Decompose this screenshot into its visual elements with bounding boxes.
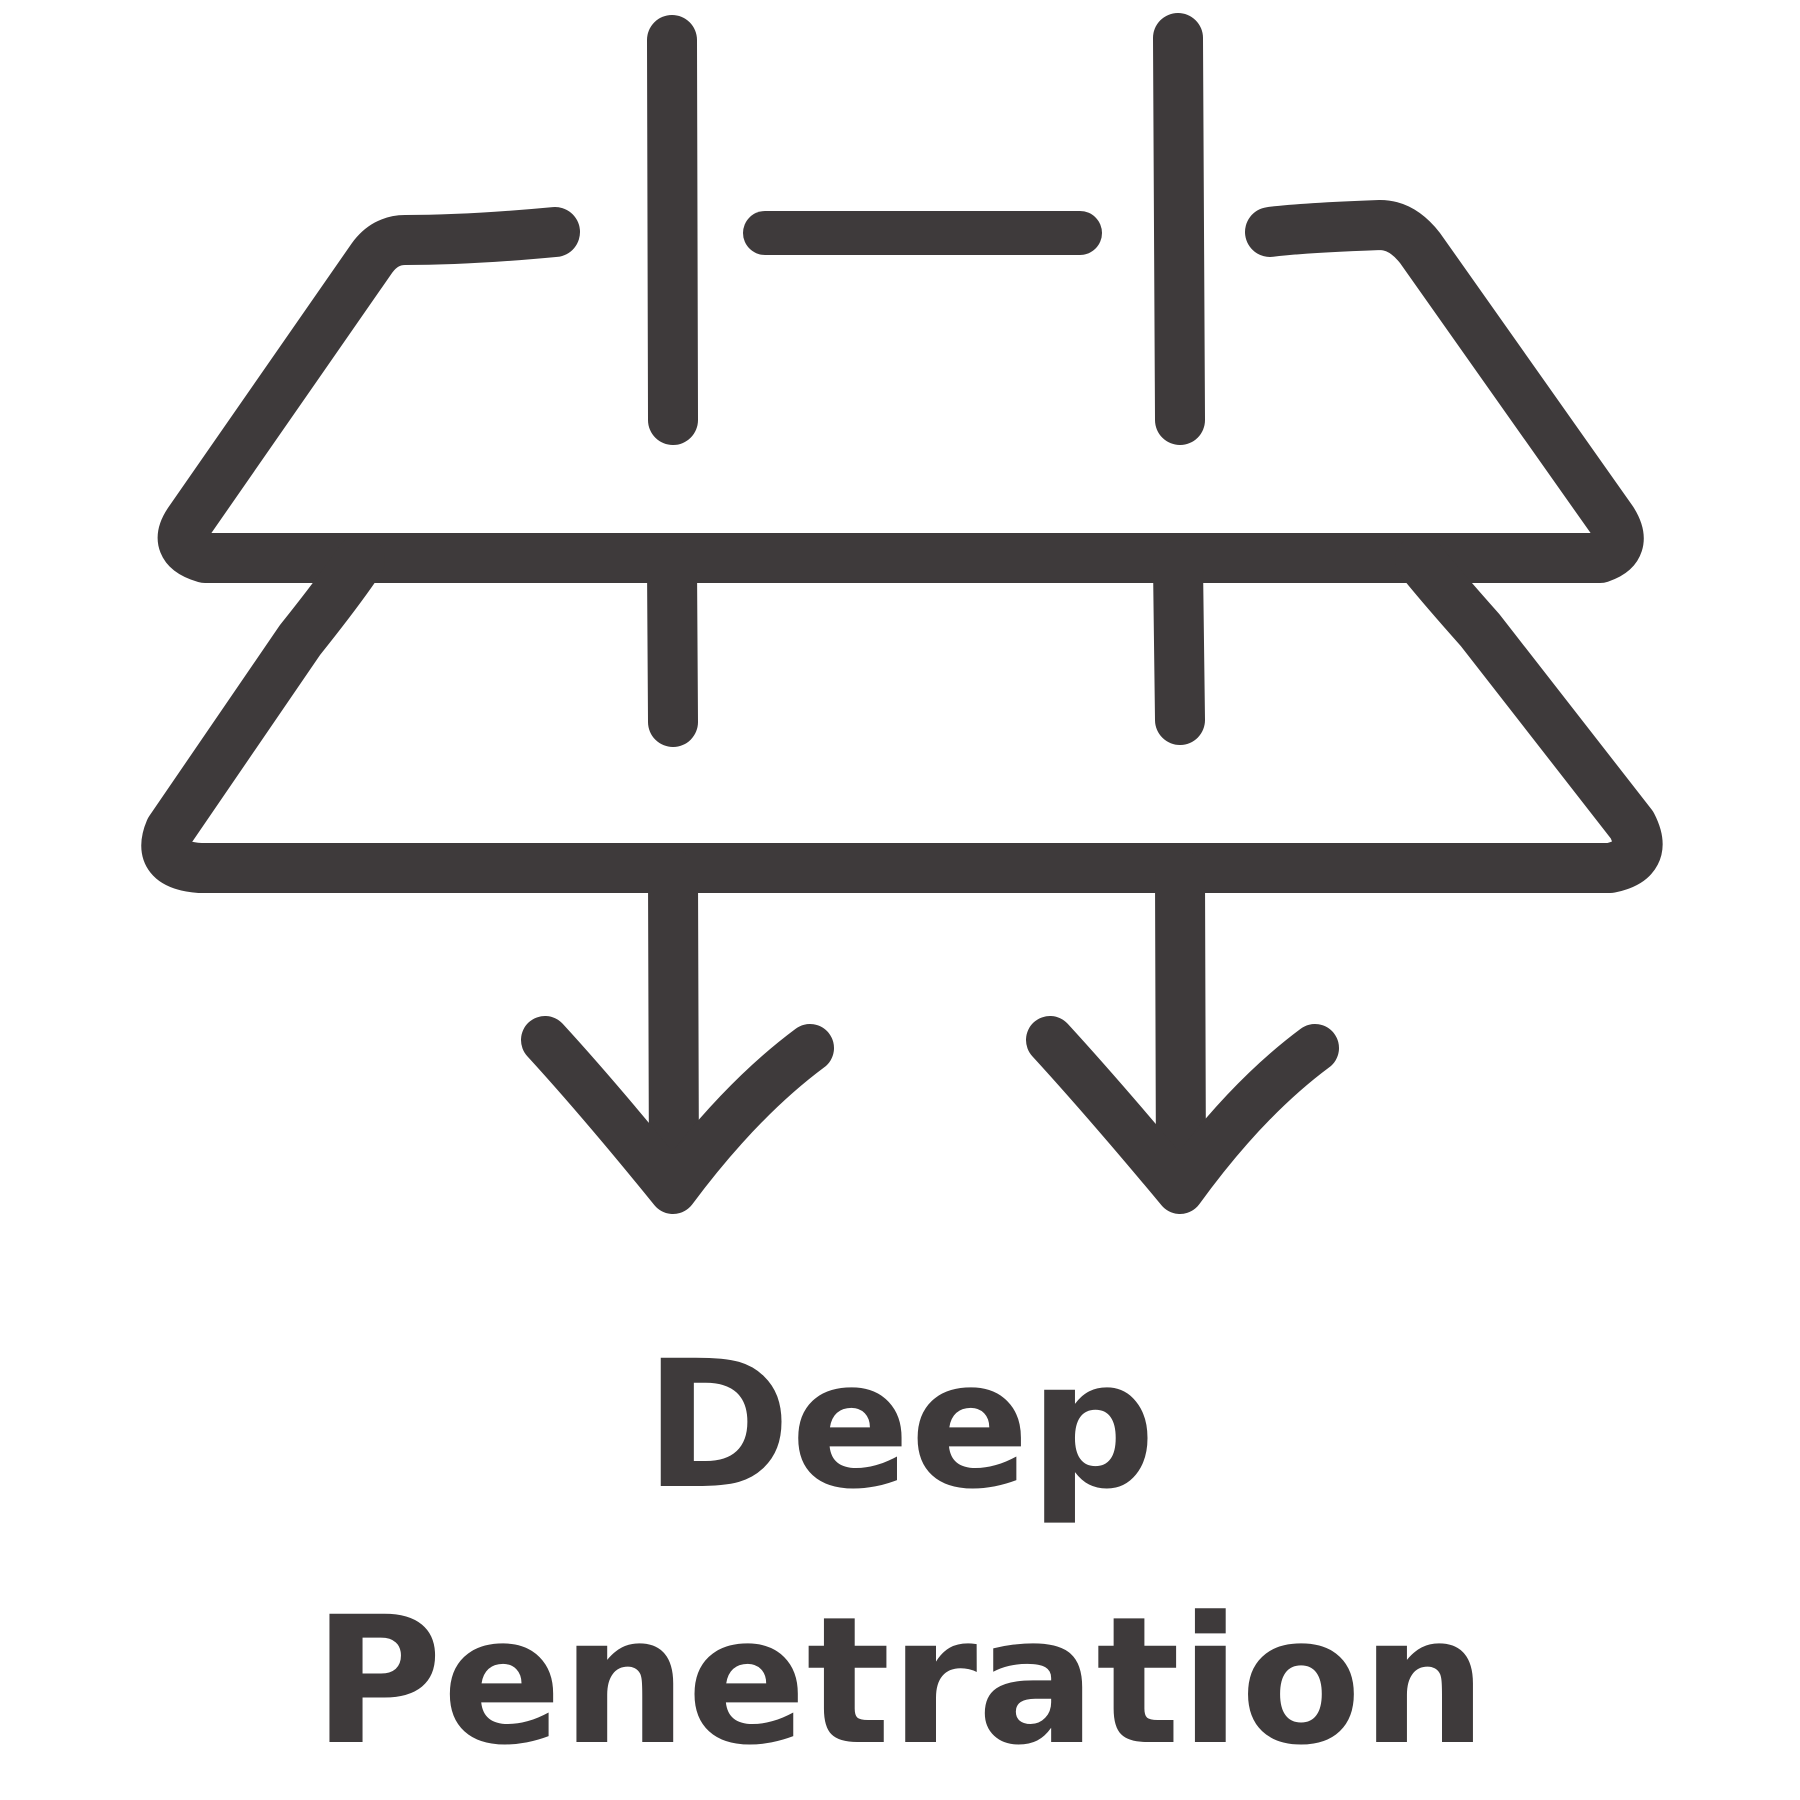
right-needle-middle <box>1153 540 1205 745</box>
right-needle-top <box>1153 13 1205 445</box>
lower-layer-outline <box>141 535 1663 893</box>
deep-penetration-icon <box>141 13 1663 1214</box>
caption-line-1: Deep <box>644 1323 1156 1528</box>
upper-layer-outline <box>157 200 1644 583</box>
left-arrow-head <box>521 1016 834 1214</box>
right-arrow-head <box>1026 1016 1339 1214</box>
left-arrow-shaft <box>648 850 699 1205</box>
left-needle-top <box>647 15 698 445</box>
left-needle-middle <box>647 540 698 747</box>
caption-line-2: Penetration <box>313 1579 1487 1784</box>
right-arrow-shaft <box>1155 850 1206 1205</box>
